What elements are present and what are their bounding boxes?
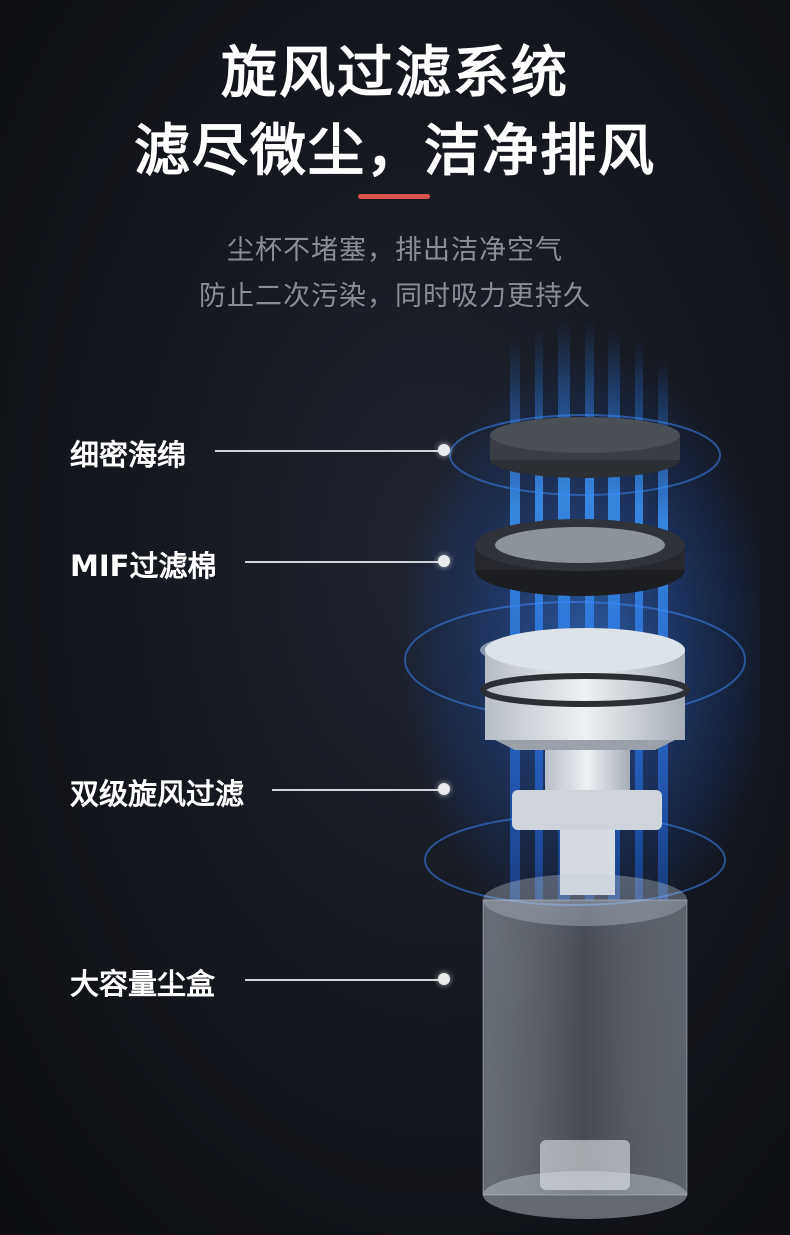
callout-label-cyclone: 双级旋风过滤	[70, 777, 245, 811]
sponge-filter	[490, 417, 680, 478]
callout-dot-sponge	[438, 444, 450, 456]
callout-line-mif	[245, 561, 443, 563]
cyclone-module	[480, 628, 690, 895]
callout-dot-cyclone	[438, 783, 450, 795]
headline-line-1: 旋风过滤系统	[221, 41, 569, 106]
callout-line-sponge	[215, 450, 443, 452]
callout-dot-mif	[438, 555, 450, 567]
subtitle-line-1: 尘杯不堵塞，排出洁净空气	[227, 235, 563, 266]
subtitle-line-2: 防止二次污染，同时吸力更持久	[199, 281, 591, 312]
callout-label-sponge: 细密海绵	[70, 438, 187, 472]
headline-line-2: 滤尽微尘，洁净排风	[134, 119, 656, 184]
callout-dot-dust-cup	[438, 973, 450, 985]
filter-assembly-illustration	[400, 320, 760, 1219]
dust-cup	[482, 874, 688, 1219]
callout-line-cyclone	[272, 789, 443, 791]
mif-filter	[475, 519, 685, 596]
callout-label-dust-cup: 大容量尘盒	[70, 967, 216, 1001]
accent-divider	[358, 194, 430, 199]
callout-line-dust-cup	[245, 979, 443, 981]
callout-label-mif: MIF过滤棉	[70, 549, 217, 583]
